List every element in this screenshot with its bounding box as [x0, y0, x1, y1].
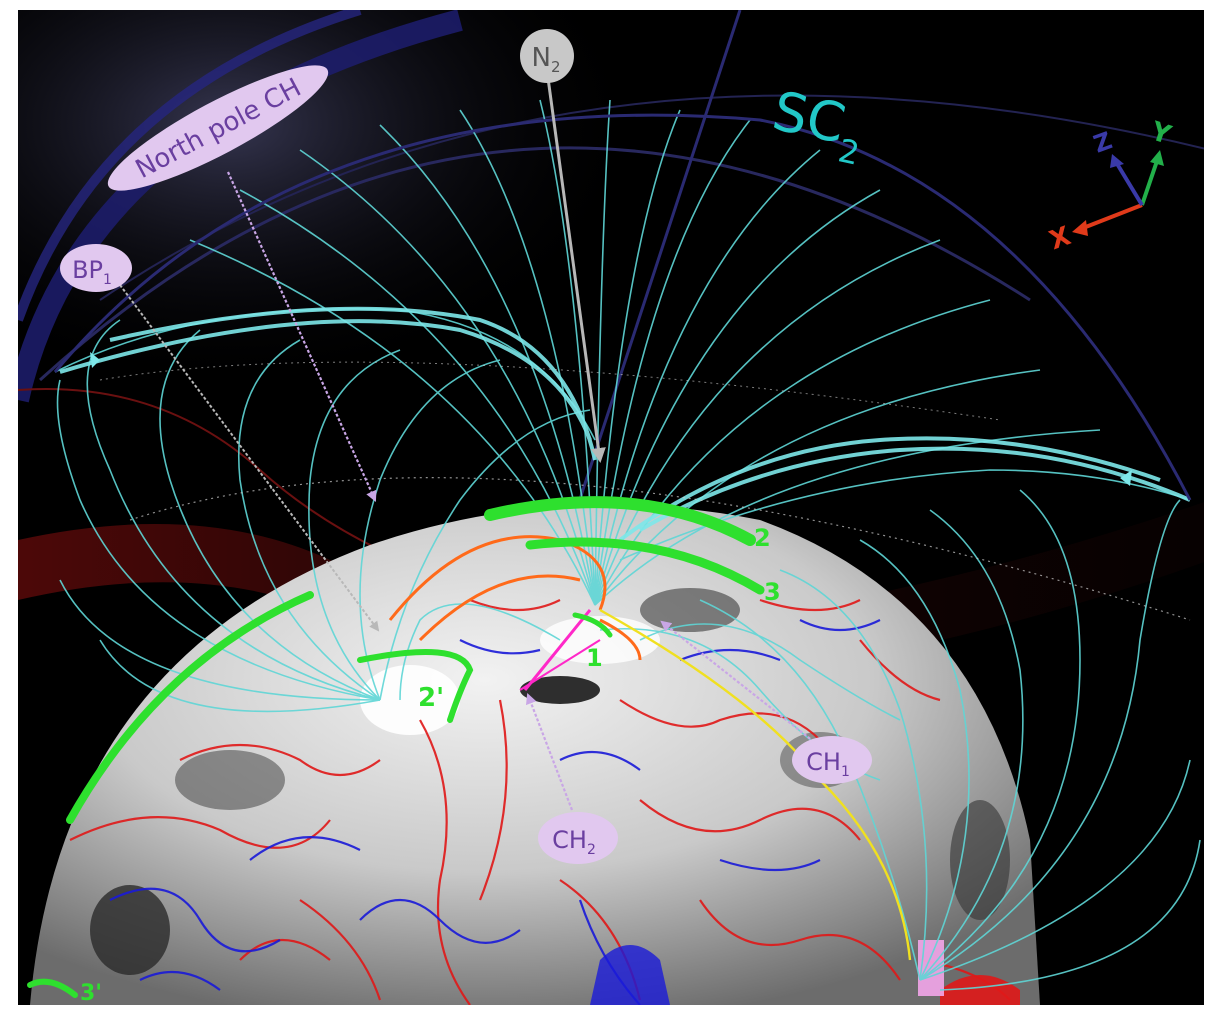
axis-y-head [1150, 150, 1164, 166]
bubble-n2 [520, 29, 574, 83]
green-arc-3 [525, 537, 765, 595]
label-n2: N2 [520, 29, 574, 83]
bp1-subscript: 1 [103, 272, 112, 288]
svg-text:SC2: SC2 [765, 79, 871, 173]
green-arc-left [66, 591, 314, 824]
label-ch1: CH1 [792, 736, 872, 784]
axis-x-arrow [1077, 203, 1143, 232]
green-arc-2-prime [357, 649, 474, 723]
sun-surface [30, 504, 1040, 1005]
diagonal-blue-line [558, 10, 742, 561]
bubble-ch2 [538, 812, 618, 864]
bubble-bp1 [60, 244, 132, 292]
label-3: 3 [764, 578, 781, 606]
bright-patch [360, 665, 460, 735]
green-corner-mark [27, 978, 78, 998]
ch2-text: CH [552, 826, 587, 854]
sky-arc-2 [99, 94, 1204, 301]
ch1-subscript: 1 [841, 764, 850, 780]
dark-patch [950, 800, 1010, 920]
label-2-prime: 2' [418, 683, 444, 713]
label-bp1: BP1 [60, 244, 132, 292]
green-core [572, 612, 613, 638]
n2-subscript: 2 [551, 58, 561, 76]
pointer-n2 [546, 77, 606, 463]
svg-text:CH2: CH2 [552, 826, 596, 858]
axis-z-head [1110, 154, 1124, 168]
bright-field-lines [59, 306, 1191, 542]
axis-x-head [1072, 220, 1088, 236]
source-surface-boundary [53, 113, 1192, 501]
outer-blue-arc-2 [18, 10, 362, 322]
dark-patch [90, 885, 170, 975]
dark-patch [175, 750, 285, 810]
sky-arc [38, 146, 1031, 382]
blue-polarity-patch [590, 945, 670, 1005]
label-3-prime: 3' [80, 981, 102, 1006]
bubble-north-pole-ch [107, 65, 329, 191]
pointer-bp1 [119, 284, 380, 632]
bp1-text: BP [72, 256, 103, 284]
sc2-text: SC [767, 79, 851, 156]
negative-polarity-network [109, 619, 881, 1005]
field-arrow-left [90, 352, 100, 368]
dotted-separatrix [129, 477, 1191, 621]
positive-polarity-network [69, 598, 1011, 1005]
pointer-ch1 [660, 620, 819, 746]
pointer-ch2 [526, 692, 574, 811]
bubble-ch1 [792, 736, 872, 784]
green-markers [66, 496, 765, 824]
axis-y-arrow [1140, 157, 1160, 206]
green-arc-2 [484, 496, 756, 546]
n2-text: N [532, 43, 551, 73]
ch1-text: CH [806, 748, 841, 776]
field-lines [54, 99, 1201, 991]
svg-text:BP1: BP1 [72, 256, 112, 288]
red-polarity-patch [940, 975, 1020, 1005]
svg-text:CH1: CH1 [806, 748, 850, 780]
field-arrow-right [1120, 470, 1132, 486]
label-1: 1 [586, 644, 603, 672]
axis-z-arrow [1114, 160, 1144, 207]
label-2: 2 [754, 524, 771, 552]
ch2-subscript: 2 [587, 842, 596, 858]
dark-patch [520, 676, 600, 704]
label-sc2: SC2 [765, 79, 871, 173]
svg-text:N2: N2 [532, 43, 561, 76]
label-ch2: CH2 [538, 812, 618, 864]
